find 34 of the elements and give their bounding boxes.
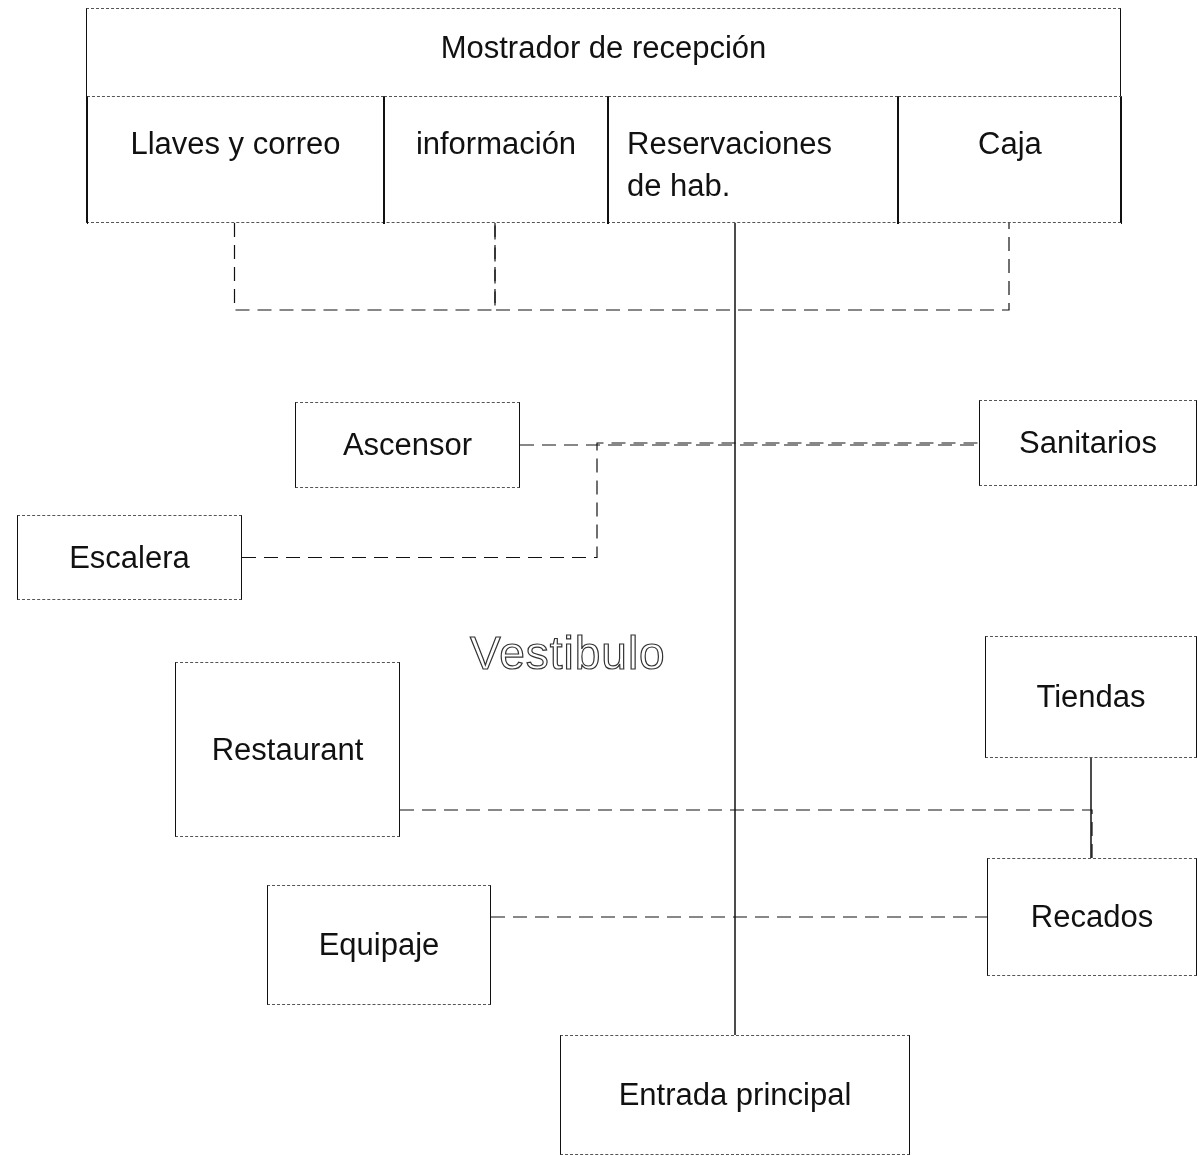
area-box xyxy=(985,636,1197,758)
area-label: Ascensor xyxy=(342,426,473,465)
area-box xyxy=(560,1035,910,1155)
area-box xyxy=(295,402,520,488)
area-box xyxy=(175,662,400,837)
area-box xyxy=(87,96,384,224)
area-label: Tiendas xyxy=(1036,678,1146,717)
connector-line xyxy=(399,809,1093,859)
area-label: información xyxy=(415,125,577,163)
connector-line xyxy=(734,222,736,1036)
area-box xyxy=(898,96,1122,224)
connector-line xyxy=(233,222,496,311)
area-label: Recados xyxy=(1030,898,1154,937)
connector-line xyxy=(494,222,1010,311)
area-label: Restaurant xyxy=(211,730,364,769)
area-label: Reservaciones de hab. xyxy=(627,125,834,205)
area-label: Mostrador de recepción xyxy=(440,29,767,67)
area-box xyxy=(267,885,491,1005)
area-box xyxy=(987,858,1197,976)
area-label: Equipaje xyxy=(318,926,440,965)
area-label: Sanitarios xyxy=(1019,424,1157,463)
area-title: Vestibulo xyxy=(470,626,666,680)
connector-line xyxy=(490,916,988,918)
reception-desk-box xyxy=(86,8,1121,223)
area-label: Escalera xyxy=(69,538,190,577)
area-label: Entrada principal xyxy=(618,1076,852,1115)
area-box xyxy=(384,96,608,224)
area-label: Llaves y correo xyxy=(130,125,341,163)
connector-line xyxy=(1090,757,1092,859)
area-label: Caja xyxy=(978,125,1042,163)
area-box xyxy=(17,515,242,600)
area-box xyxy=(608,96,898,224)
connector-line xyxy=(241,442,980,559)
area-box xyxy=(979,400,1197,486)
